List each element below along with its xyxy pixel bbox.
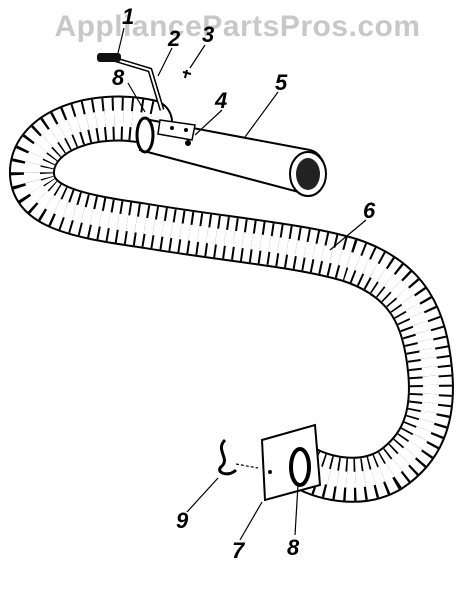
flexible-hose [9,95,454,503]
callout-8-bottom: 8 [287,535,300,560]
callout-9: 9 [176,508,189,533]
callout-2: 2 [167,26,181,51]
callout-5: 5 [275,70,288,95]
callout-1: 1 [122,4,134,29]
hook [218,438,259,476]
callout-4: 4 [214,88,227,113]
screw [182,69,192,79]
callout-8-top: 8 [112,65,125,90]
leader-lines [117,27,367,541]
clamp-plate [157,119,196,146]
callout-3: 3 [202,22,214,47]
callout-6: 6 [363,198,376,223]
watermark: AppliancePartsPros.com [54,10,421,43]
callout-7: 7 [232,538,246,563]
wall-plate [260,423,322,502]
handle [97,53,165,111]
